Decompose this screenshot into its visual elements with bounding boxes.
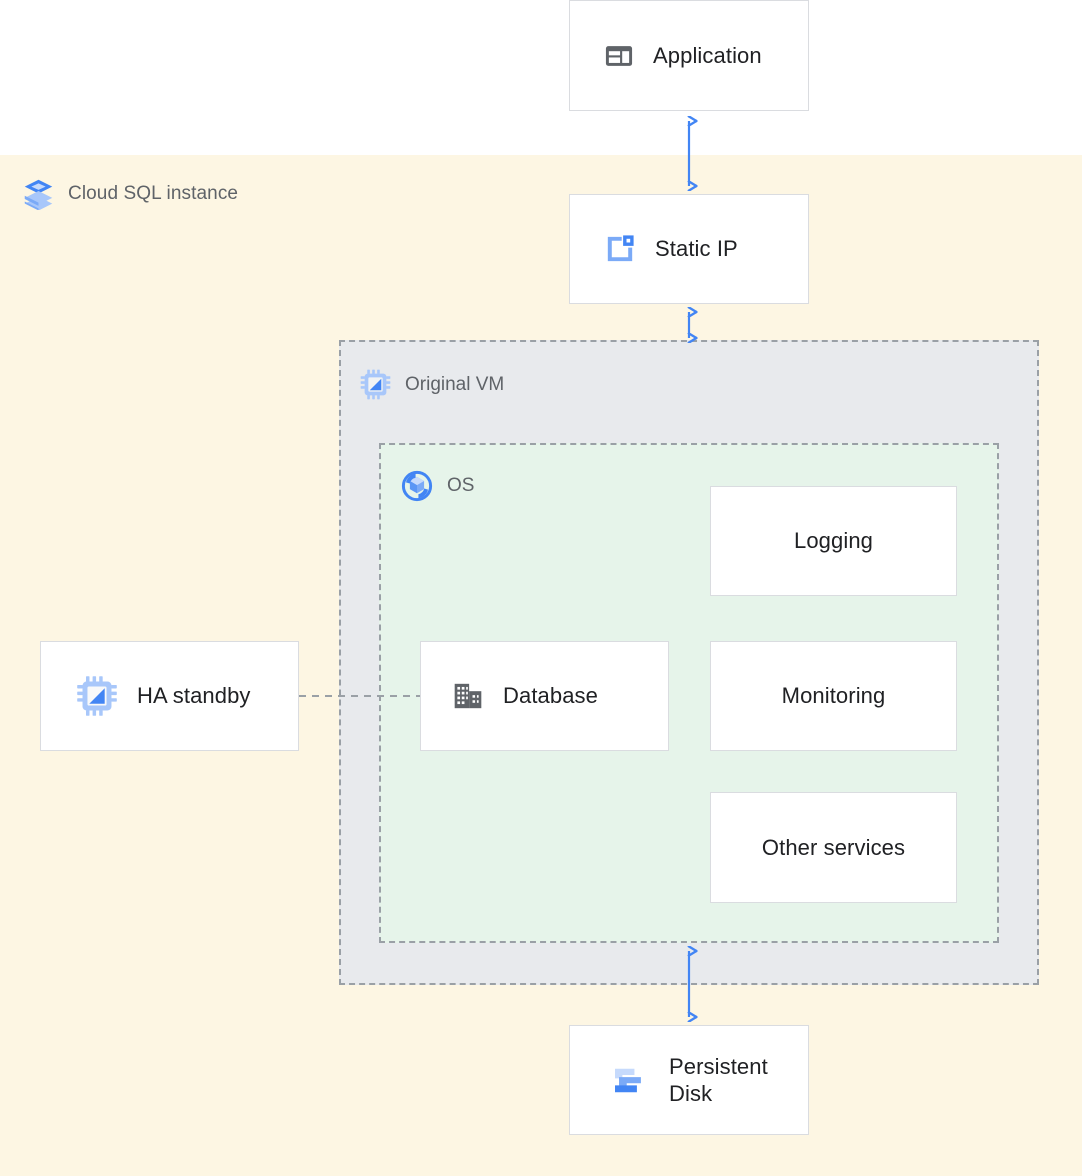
node-ha-standby-label: HA standby <box>137 683 251 709</box>
cloud-sql-icon <box>24 179 53 210</box>
node-monitoring[interactable]: Monitoring <box>710 641 957 751</box>
node-application-label: Application <box>653 42 762 68</box>
node-logging[interactable]: Logging <box>710 486 957 596</box>
vm-chip-icon <box>77 676 117 716</box>
node-static-ip[interactable]: Static IP <box>569 194 809 304</box>
node-application[interactable]: Application <box>569 0 809 111</box>
node-database-label: Database <box>503 683 598 709</box>
original-vm-label: Original VM <box>405 373 505 395</box>
os-disc-icon <box>401 470 433 502</box>
original-vm-label-group: Original VM <box>359 368 504 401</box>
cloud-sql-instance-label-group: Cloud SQL instance <box>22 177 238 210</box>
node-persistent-disk[interactable]: Persistent Disk <box>569 1025 809 1135</box>
application-layout-icon <box>605 45 633 66</box>
vm-chip-icon <box>360 369 391 400</box>
node-persistent-disk-label: Persistent Disk <box>669 1053 768 1107</box>
os-label-group: OS <box>400 469 474 503</box>
os-label: OS <box>447 475 475 496</box>
node-monitoring-label: Monitoring <box>781 683 886 709</box>
static-ip-icon <box>607 235 634 262</box>
node-ha-standby[interactable]: HA standby <box>40 641 299 751</box>
node-logging-label: Logging <box>794 528 873 554</box>
node-static-ip-label: Static IP <box>655 236 738 262</box>
persistent-disk-icon <box>615 1068 641 1092</box>
node-database[interactable]: Database <box>420 641 669 751</box>
database-building-icon <box>454 683 482 709</box>
node-other-services-label: Other services <box>761 834 906 860</box>
cloud-sql-instance-label: Cloud SQL instance <box>68 182 239 204</box>
node-other-services[interactable]: Other services <box>710 792 957 903</box>
